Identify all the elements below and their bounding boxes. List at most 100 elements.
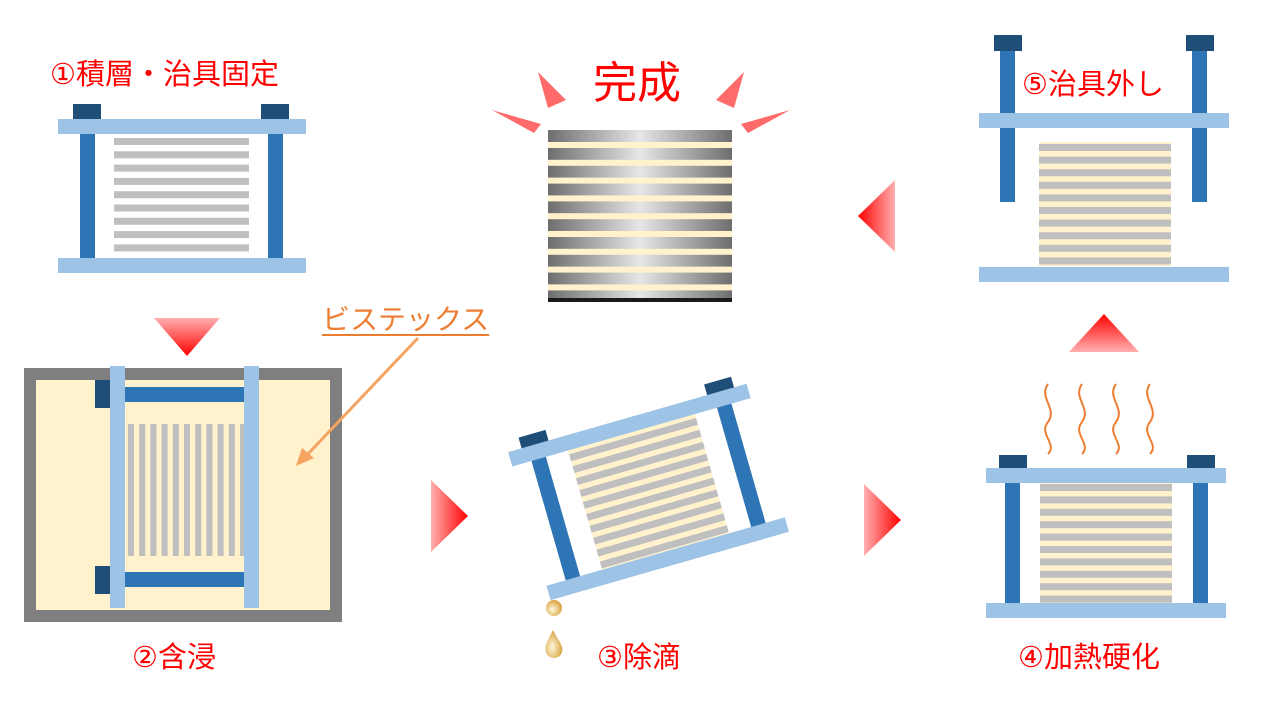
lamination-layer [548,142,732,148]
lamination-stripes [114,138,249,252]
lamination-layer [596,513,726,557]
lamination-layer [548,159,732,166]
jig-top-plate [986,468,1226,483]
lamination-layer [1039,207,1171,214]
lamination-layer [114,217,249,225]
lamination-layer [1040,533,1172,541]
jig-rod-left [1005,468,1020,608]
lamination-layer [1040,546,1172,553]
lamination-layer [1040,558,1172,566]
bolt-head-right [261,104,289,120]
lamination-layer [114,151,249,159]
step1-stack-jig [58,104,306,273]
lamination-layer [589,489,719,533]
bolt-head-top [95,380,111,408]
step4-heat-curing [986,383,1226,618]
jig-top-plate [58,119,306,134]
jig-rod-right [268,124,283,264]
jig-rod-right [713,392,769,537]
lamination-layer [172,424,179,556]
jig-plate-right [244,366,259,608]
step4-label: ④加熱硬化 [1018,640,1160,674]
lamination-layer [1039,257,1171,265]
flow-arrow-down-icon [154,318,220,356]
burst-ray-icon [538,72,566,108]
jig-rod-bottom [114,572,248,587]
lamination-layer [1040,583,1172,591]
complete-label: 完成 [593,58,681,109]
lamination-layer [114,191,249,199]
lamination-layer [139,424,146,556]
burst-ray-icon [492,110,541,133]
lamination-layer [599,525,729,569]
jig-bottom-plate [546,517,789,601]
step5-label: ⑤治具外し [1022,67,1164,101]
jig-rod-right [1193,468,1208,608]
step3-label: ③除滴 [597,640,681,674]
heat-wave-icon [1112,383,1120,455]
heat-wave-icon [1146,383,1154,455]
bolt-head-bottom [95,566,111,594]
resin-label: ビステックス [322,303,490,336]
bolt-head-left [994,35,1022,51]
lamination-layer [206,424,213,556]
bolt-head-right [1186,35,1214,51]
lamination-layer [1039,232,1171,240]
lamination-layer [1040,508,1172,516]
lamination-layer [114,138,249,145]
lamination-layer [114,164,249,172]
lamination-layer [1039,156,1171,164]
lamination-layer [114,204,249,212]
lamination-layer [569,417,698,462]
lamination-layer [1039,181,1171,189]
burst-ray-icon [741,110,790,133]
product-base-edge [548,298,732,302]
lamination-layer [548,231,732,237]
heat-wave-icon [1044,383,1052,455]
lamination-layer [1040,484,1172,491]
flow-arrow-right-icon [864,484,901,556]
lamination-layer [548,248,732,255]
bolt-head-left [999,455,1027,471]
jig-rod-left [80,124,95,264]
lamination-stripes [569,417,729,569]
lamination-layer [1040,496,1172,504]
lamination-layer [582,465,712,509]
lamination-stripes-vertical [128,424,246,556]
lamination-layer [1039,194,1171,202]
jig-rod-left [528,445,583,590]
finished-product [492,72,790,302]
jig-bottom-plate [58,258,306,273]
lamination-layer [240,424,246,556]
step3-drip-removal [508,376,789,658]
lamination-layer [575,441,705,485]
bolt-head-left [73,104,101,120]
jig-top-plate [979,113,1229,128]
lamination-layer [586,477,716,521]
lamination-layer [217,424,224,556]
lamination-layer [1040,595,1172,603]
lamination-layer [1039,219,1171,227]
lamination-layer [1040,570,1172,578]
lamination-stripes [1039,144,1171,265]
lamination-layer [548,195,732,202]
step2-impregnation [24,336,420,622]
lamination-layer [579,453,709,497]
heat-wave-icon [1044,383,1154,455]
lamination-layer [572,429,702,474]
lamination-layer [150,424,157,556]
lamination-layer [1039,244,1171,252]
flow-arrow-right-icon [431,480,468,552]
bolt-head-right [1187,455,1215,471]
lamination-layer [548,284,732,291]
step5-jig-removal [979,35,1229,282]
lamination-layer [548,213,732,220]
jig-rod-top [114,387,248,402]
jig-bottom-plate [986,603,1226,618]
jig-top-plate [508,383,751,467]
lamination-layer [548,266,732,273]
lamination-stripes [1040,484,1172,603]
lamination-layer [548,177,732,184]
